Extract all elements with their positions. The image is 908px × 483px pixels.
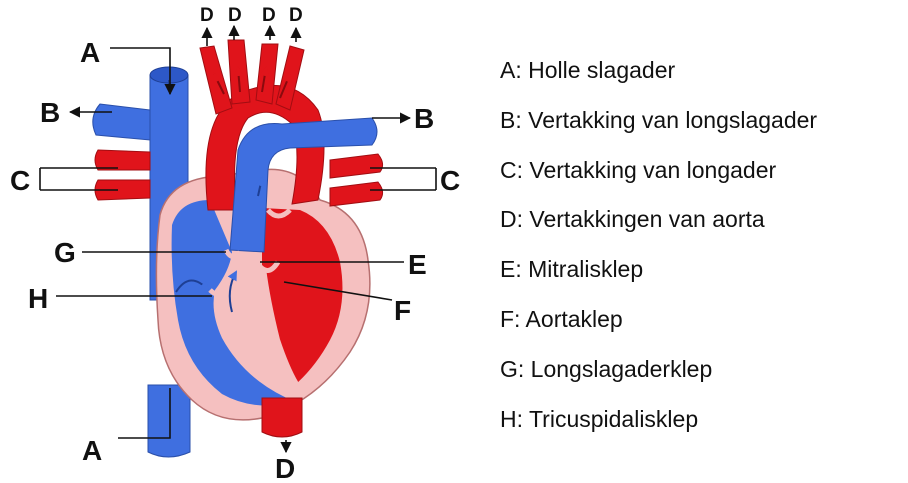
label-d-top-4: D (289, 5, 303, 26)
legend-list: A: Holle slagader B: Vertakking van long… (500, 52, 817, 450)
label-b-right: B (414, 103, 434, 134)
legend-item-b: B: Vertakking van longslagader (500, 102, 817, 152)
inferior-vena-cava (148, 385, 190, 457)
legend-item-d: D: Vertakkingen van aorta (500, 201, 817, 251)
legend-item-f: F: Aortaklep (500, 301, 817, 351)
label-c-left: C (10, 165, 30, 196)
label-d-top-1: D (200, 5, 214, 26)
label-d-top-2: D (228, 5, 242, 26)
legend-item-e: E: Mitralisklep (500, 251, 817, 301)
label-a-top: A (80, 37, 100, 68)
label-f: F (394, 295, 411, 326)
label-e: E (408, 249, 427, 280)
pulmonary-veins-left (95, 150, 150, 200)
heart-diagram: A A B B C C D D D D D E F G H (0, 0, 470, 483)
label-h: H (28, 283, 48, 314)
label-d-top-3: D (262, 5, 276, 26)
legend-item-c: C: Vertakking van longader (500, 152, 817, 202)
label-d-bottom: D (275, 453, 295, 483)
label-c-right: C (440, 165, 460, 196)
legend-item-a: A: Holle slagader (500, 52, 817, 102)
label-g: G (54, 237, 76, 268)
pulmonary-artery-left-branch (93, 104, 150, 140)
label-a-bottom: A (82, 435, 102, 466)
legend-item-g: G: Longslagaderklep (500, 351, 817, 401)
label-b-left: B (40, 97, 60, 128)
legend-item-h: H: Tricuspidalisklep (500, 401, 817, 451)
descending-aorta (262, 398, 302, 437)
pulmonary-veins-right (330, 154, 383, 206)
